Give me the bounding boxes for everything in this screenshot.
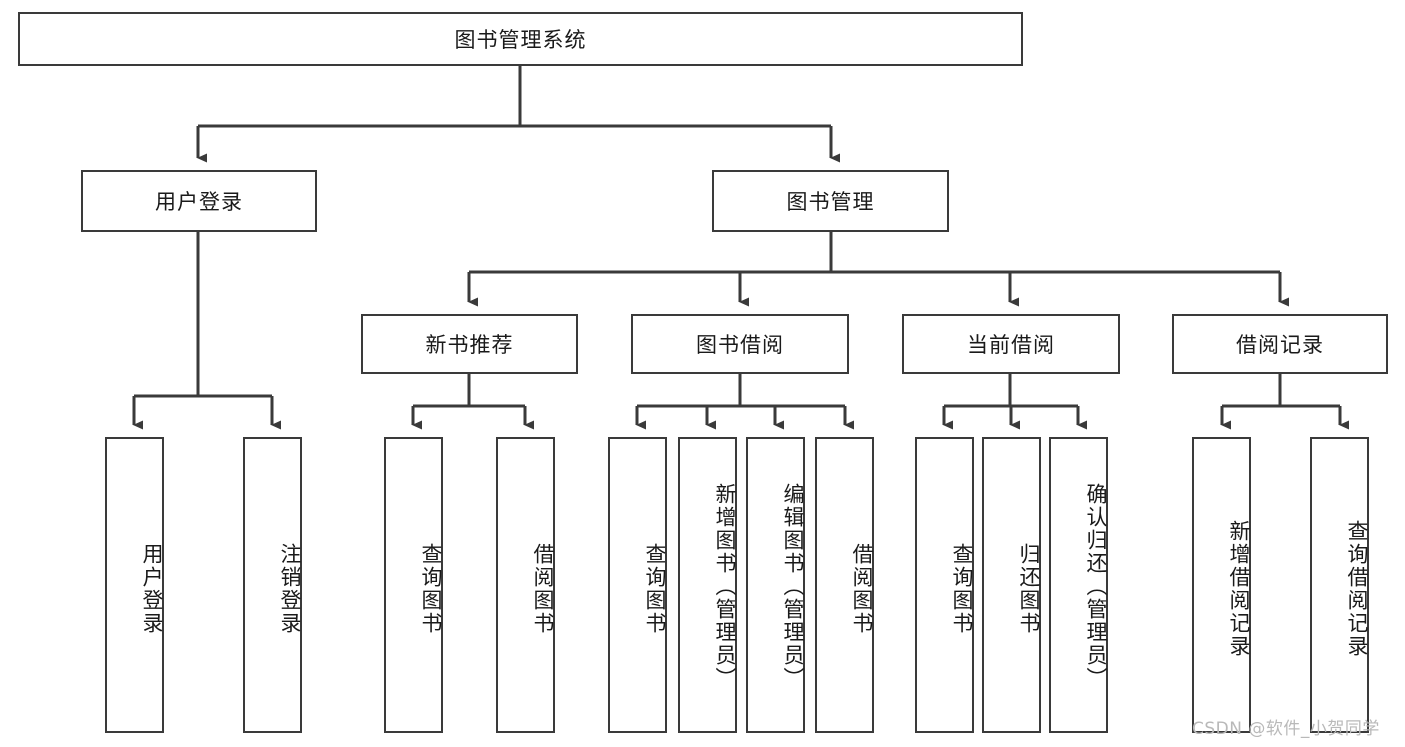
leaf-recommend-query-book[interactable]: 查询图书 [384,437,443,733]
leaf-borrow-query-book[interactable]: 查询图书 [608,437,667,733]
leaf-record-query-record[interactable]: 查询借阅记录 [1310,437,1369,733]
node-new-book-recommend[interactable]: 新书推荐 [361,314,578,374]
leaf-current-query-book[interactable]: 查询图书 [915,437,974,733]
leaf-borrow-add-book-admin[interactable]: 新增图书（管理员） [678,437,737,733]
node-current-borrow[interactable]: 当前借阅 [902,314,1120,374]
leaf-current-confirm-return-admin[interactable]: 确认归还（管理员） [1049,437,1108,733]
node-book-management[interactable]: 图书管理 [712,170,949,232]
leaf-recommend-borrow-book[interactable]: 借阅图书 [496,437,555,733]
leaf-current-return-book[interactable]: 归还图书 [982,437,1041,733]
leaf-borrow-borrow-book[interactable]: 借阅图书 [815,437,874,733]
node-borrow-record[interactable]: 借阅记录 [1172,314,1388,374]
leaf-record-add-record[interactable]: 新增借阅记录 [1192,437,1251,733]
leaf-borrow-edit-book-admin[interactable]: 编辑图书（管理员） [746,437,805,733]
leaf-user-login-signout[interactable]: 注销登录 [243,437,302,733]
node-book-borrow[interactable]: 图书借阅 [631,314,849,374]
node-user-login[interactable]: 用户登录 [81,170,317,232]
node-root-system[interactable]: 图书管理系统 [18,12,1023,66]
leaf-user-login-signin[interactable]: 用户登录 [105,437,164,733]
csdn-watermark: CSDN @软件_小贺同学 [1192,719,1380,739]
